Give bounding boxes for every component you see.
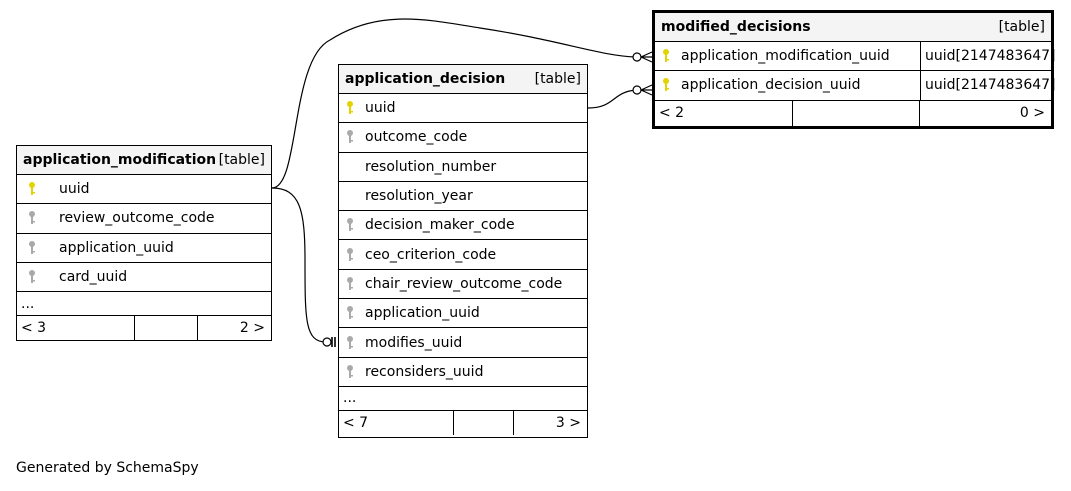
column-name: card_uuid [59, 269, 128, 286]
child-count[interactable]: 3 > [555, 414, 581, 431]
column-row[interactable]: application_decision_uuid uuid[214748364… [655, 71, 1056, 101]
column-row[interactable]: reconsiders_uuid [339, 358, 587, 387]
column-name: outcome_code [365, 129, 468, 146]
column-name: application_modification_uuid [681, 48, 890, 65]
relation-crowfoot [640, 51, 653, 63]
footer-spacer [793, 100, 920, 126]
foreign-key-icon [339, 129, 361, 145]
parent-count[interactable]: < 3 [17, 316, 135, 341]
column-name: decision_maker_code [365, 217, 515, 234]
column-name: application_uuid [365, 305, 480, 322]
column-name: resolution_year [365, 188, 473, 205]
table-kind: [table] [998, 19, 1045, 35]
relation-end-circle [632, 52, 642, 62]
relation-modification-to-modified-decisions [271, 18, 637, 189]
more-columns: ... [17, 292, 271, 317]
column-row[interactable]: modifies_uuid [339, 328, 587, 358]
primary-key-icon [339, 100, 361, 116]
relation-crowfoot [640, 84, 653, 96]
footer-spacer [135, 316, 198, 341]
footer-spacer [454, 410, 514, 435]
column-row[interactable]: decision_maker_code [339, 211, 587, 241]
column-name: reconsiders_uuid [365, 363, 484, 380]
column-name: uuid [365, 100, 396, 117]
table-footer: < 3 2 > [17, 316, 271, 341]
relation-one-mark [331, 337, 336, 347]
column-type: uuid[2147483647] [925, 48, 1056, 65]
column-row[interactable]: outcome_code [339, 123, 587, 153]
foreign-key-icon [17, 240, 47, 256]
column-row[interactable]: uuid [339, 94, 587, 124]
more-columns: ... [339, 387, 587, 411]
primary-key-icon [655, 77, 677, 93]
table-application-modification[interactable]: application_modification [table] uuid re… [16, 145, 272, 341]
foreign-key-icon [339, 364, 361, 380]
parent-count[interactable]: < 7 [339, 410, 454, 435]
column-row[interactable]: review_outcome_code [17, 204, 271, 234]
foreign-key-icon [17, 210, 47, 226]
foreign-key-icon [339, 305, 361, 321]
parent-count[interactable]: < 2 [655, 100, 793, 126]
column-row[interactable]: chair_review_outcome_code [339, 270, 587, 300]
foreign-key-icon [339, 276, 361, 292]
column-row[interactable]: uuid [17, 175, 271, 205]
relation-modification-to-decision [271, 187, 327, 343]
table-footer: < 7 3 > [339, 410, 587, 435]
foreign-key-icon [339, 217, 361, 233]
relation-end-circle [322, 337, 332, 347]
foreign-key-icon [17, 269, 47, 285]
child-count[interactable]: 0 > [1019, 105, 1045, 122]
table-application-decision[interactable]: application_decision [table] uuid outcom… [338, 64, 588, 438]
column-name: uuid [59, 181, 90, 198]
column-name: application_decision_uuid [681, 77, 861, 94]
generated-by-text: Generated by SchemaSpy [16, 460, 199, 476]
foreign-key-icon [339, 335, 361, 351]
table-modified-decisions[interactable]: modified_decisions [table] application_m… [652, 10, 1056, 129]
column-row[interactable]: application_uuid [17, 234, 271, 263]
table-kind: [table] [534, 71, 581, 87]
column-row[interactable]: application_uuid [339, 299, 587, 329]
table-name: application_decision [345, 71, 506, 87]
table-kind: [table] [218, 152, 265, 168]
column-name: application_uuid [59, 239, 174, 256]
column-row[interactable]: ceo_criterion_code [339, 240, 587, 270]
primary-key-icon [655, 48, 677, 64]
column-type: uuid[2147483647] [925, 77, 1056, 94]
column-name: chair_review_outcome_code [365, 275, 563, 292]
table-header: modified_decisions [table] [655, 13, 1051, 42]
table-header: application_modification [table] [17, 146, 271, 175]
table-header: application_decision [table] [339, 65, 587, 94]
column-row[interactable]: application_modification_uuid uuid[21474… [655, 42, 1056, 72]
foreign-key-icon [339, 247, 361, 263]
table-name: application_modification [23, 152, 217, 168]
child-count[interactable]: 2 > [239, 320, 265, 337]
column-name: modifies_uuid [365, 334, 463, 351]
relation-decision-to-modified-decisions [587, 89, 637, 109]
table-footer: < 2 0 > [655, 100, 1051, 126]
column-name: resolution_number [365, 158, 497, 175]
table-name: modified_decisions [661, 19, 811, 35]
column-name: ceo_criterion_code [365, 246, 497, 263]
column-row[interactable]: resolution_number [339, 153, 587, 182]
column-row[interactable]: resolution_year [339, 182, 587, 212]
primary-key-icon [17, 181, 47, 197]
column-name: review_outcome_code [59, 210, 215, 227]
column-row[interactable]: card_uuid [17, 263, 271, 293]
relation-end-circle [632, 85, 642, 95]
